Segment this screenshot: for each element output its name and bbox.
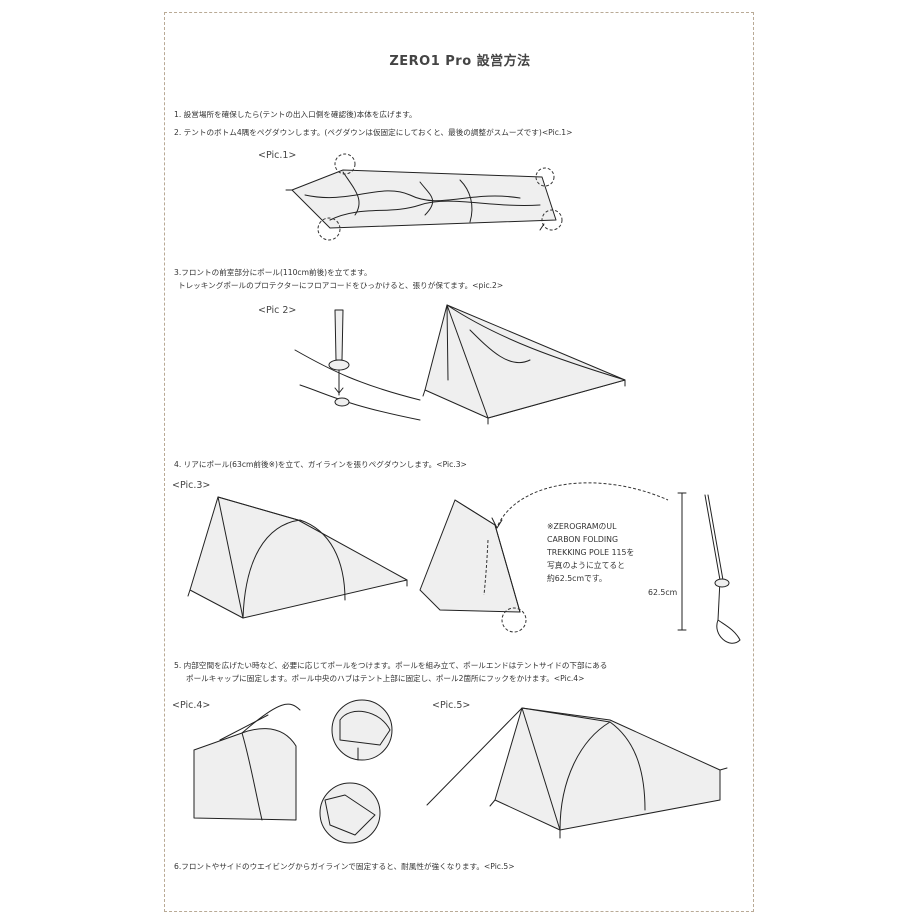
step-5-text-line2: ポールキャップに固定します。ポール中央のハブはテント上部に固定し、ポール2箇所に… bbox=[186, 674, 585, 683]
step-5-text-line1: 5. 内部空間を広げたい時など、必要に応じてポールをつけます。ポールを組み立て、… bbox=[174, 661, 608, 670]
pole-note-line: ※ZEROGRAMのUL bbox=[547, 522, 617, 531]
pole-note-line: 写真のように立てると bbox=[547, 561, 625, 570]
step-6-text: 6.フロントやサイドのウエイビングからガイラインで固定すると、耐風性が強くなりま… bbox=[174, 862, 515, 871]
step-3-text-line1: 3.フロントの前室部分にポール(110cm前後)を立てます。 bbox=[174, 268, 372, 277]
pic-1-label: <Pic.1> bbox=[258, 150, 297, 161]
page-frame bbox=[164, 12, 754, 912]
step-2-text: 2. テントのボトム4隅をペグダウンします。(ペグダウンは仮固定にしておくと、最… bbox=[174, 128, 573, 137]
pole-note-line: TREKKING POLE 115を bbox=[547, 548, 635, 557]
pole-note-line: 約62.5cmです。 bbox=[547, 574, 607, 583]
page-title: ZERO1 Pro 設営方法 bbox=[389, 54, 531, 69]
step-4-text: 4. リアにポール(63cm前後※)を立て、ガイラインを張りペグダウンします。<… bbox=[174, 460, 467, 469]
step-3-text-line2: トレッキングポールのプロテクターにフロアコードをひっかけると、張りが保てます。<… bbox=[178, 281, 504, 290]
pic-4-label: <Pic.4> bbox=[172, 700, 211, 711]
pic-2-label: <Pic 2> bbox=[258, 305, 297, 316]
pole-note: ※ZEROGRAMのUL CARBON FOLDING TREKKING POL… bbox=[547, 520, 634, 585]
pole-note-line: CARBON FOLDING bbox=[547, 535, 618, 544]
step-1-text: 1. 設営場所を確保したら(テントの出入口側を確認後)本体を広げます。 bbox=[174, 110, 417, 119]
pole-height-dimension: 62.5cm bbox=[648, 588, 678, 597]
pic-5-label: <Pic.5> bbox=[432, 700, 471, 711]
pic-3-label: <Pic.3> bbox=[172, 480, 211, 491]
